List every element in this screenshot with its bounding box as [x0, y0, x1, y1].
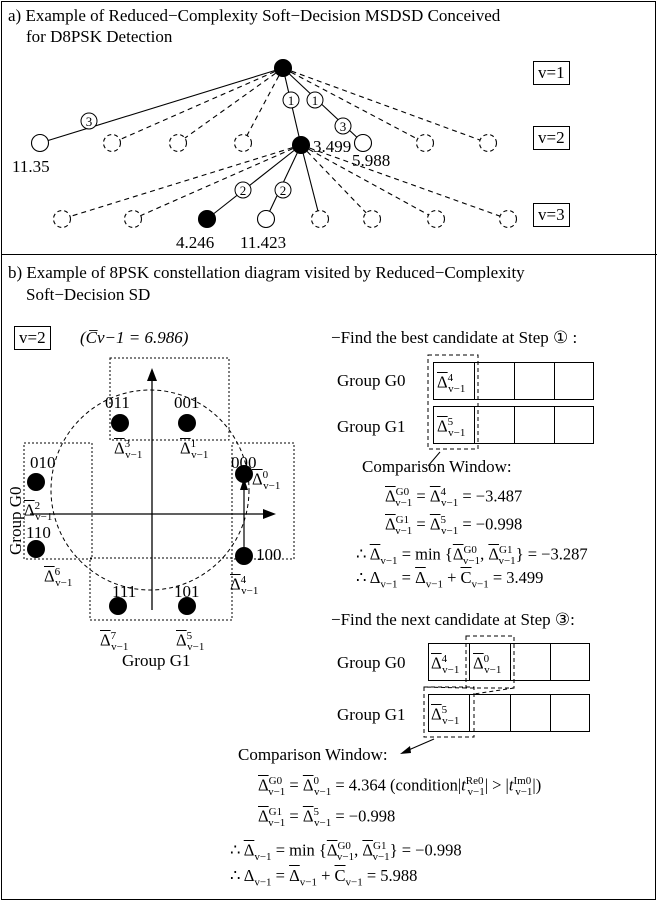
edge-label: 1: [312, 93, 319, 108]
step3-g1-entry: Δ5v−1: [431, 704, 460, 727]
point-bits-110: 110: [26, 523, 51, 542]
point-bits-001: 001: [174, 393, 200, 412]
node-value: 11.35: [12, 157, 50, 176]
edge-label: 2: [240, 183, 247, 198]
point-delta: Δ5v−1: [176, 630, 205, 653]
node-value: 11.423: [240, 233, 287, 252]
step1-eq1: ΔG0v−1 = Δ4v−1 = −3.487: [385, 486, 523, 509]
node-value: 3.499: [313, 137, 352, 156]
point-bits-011: 011: [105, 393, 130, 412]
level-label-v3: v=3: [533, 203, 570, 227]
step3-eq4: ∴ Δv−1 = Δv−1 + Cv−1 = 5.988: [230, 866, 418, 889]
point-bits-000: 000: [231, 453, 257, 472]
section-b-title-line2: Soft−Decision SD: [26, 285, 151, 304]
point-delta: Δ3v−1: [114, 438, 143, 461]
point-delta: Δ4v−1: [230, 574, 259, 597]
node-value: 5.988: [352, 151, 391, 170]
step1-window-label: Comparison Window:: [362, 457, 512, 476]
c-value: (C̅v−1 = 6.986): [80, 328, 189, 347]
section-a-title-line1: a) Example of Reduced−Complexity Soft−De…: [8, 6, 501, 25]
group-g1-axis-label: Group G1: [122, 651, 191, 670]
step1-g0-entry: Δ4v−1: [437, 372, 466, 395]
node-value: 4.246: [176, 233, 215, 252]
v-label: v=2: [14, 326, 51, 350]
point-delta: Δ6v−1: [44, 566, 73, 589]
step1-group-g0: Group G0: [337, 371, 406, 390]
point-bits-111: 111: [112, 582, 137, 601]
section-b-title-line1: b) Example of 8PSK constellation diagram…: [8, 263, 525, 282]
step3-window-label: Comparison Window:: [238, 745, 388, 764]
edge-label: 3: [340, 119, 347, 134]
point-bits-010: 010: [30, 453, 56, 472]
step3-g0-entry: Δ4v−1: [431, 653, 460, 676]
edge-label: 1: [288, 93, 295, 108]
section-a-title-line2: for D8PSK Detection: [26, 27, 173, 46]
step1-eq4: ∴ Δv−1 = Δv−1 + Cv−1 = 3.499: [356, 568, 544, 591]
step3-group-g0: Group G0: [337, 653, 406, 672]
edge-label: 2: [280, 183, 287, 198]
step3-heading: −Find the next candidate at Step ③:: [331, 610, 575, 629]
step3-eq3: ∴ Δv−1 = min {ΔG0v−1, ΔG1v−1} = −0.998: [230, 840, 462, 863]
step1-eq3: ∴ Δv−1 = min {ΔG0v−1, ΔG1v−1} = −3.287: [356, 544, 588, 567]
point-bits-101: 101: [174, 582, 200, 601]
step1-g1-entry: Δ5v−1: [437, 416, 466, 439]
level-label-v2: v=2: [533, 126, 570, 150]
step1-heading: −Find the best candidate at Step ① :: [331, 328, 578, 347]
point-delta: Δ7v−1: [100, 630, 129, 653]
section-divider: [1, 254, 657, 255]
step3-g0-entry: Δ0v−1: [473, 653, 502, 676]
point-delta: Δ1v−1: [180, 438, 209, 461]
step3-group-g1: Group G1: [337, 705, 406, 724]
step3-eq2: ΔG1v−1 = Δ5v−1 = −0.998: [258, 806, 396, 829]
point-delta: Δ0v−1: [252, 469, 281, 492]
point-delta: Δ2v−1: [24, 500, 53, 523]
step1-group-g1: Group G1: [337, 417, 406, 436]
step3-eq1: ΔG0v−1 = Δ0v−1 = 4.364 (condition|tRe0v−…: [258, 775, 542, 798]
step1-eq2: ΔG1v−1 = Δ5v−1 = −0.998: [385, 514, 523, 537]
level-label-v1: v=1: [533, 61, 570, 85]
point-bits-100: 100: [256, 545, 282, 564]
edge-label: 3: [86, 114, 93, 129]
